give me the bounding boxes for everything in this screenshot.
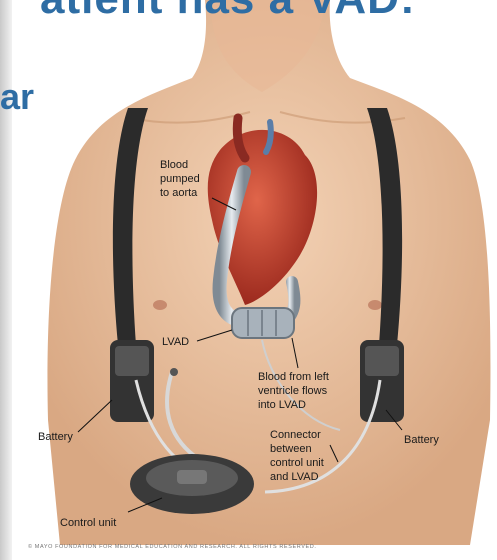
copyright-notice: © MAYO FOUNDATION FOR MEDICAL EDUCATION … (28, 544, 316, 550)
lvad-pump (232, 308, 294, 338)
label-connector-2: between (270, 443, 312, 455)
label-lvad: LVAD (162, 336, 189, 348)
label-connector-4: and LVAD (270, 471, 319, 483)
label-blood-from-ventricle-3: into LVAD (258, 399, 306, 411)
label-blood-to-aorta-2: pumped (160, 173, 200, 185)
label-connector-3: control unit (270, 457, 324, 469)
label-battery-right: Battery (404, 434, 439, 446)
label-connector-1: Connector (270, 429, 321, 441)
label-blood-from-ventricle-1: Blood from left (258, 371, 329, 383)
label-blood-to-aorta-1: Blood (160, 159, 188, 171)
label-blood-to-aorta-3: to aorta (160, 187, 198, 199)
label-blood-from-ventricle-2: ventricle flows (258, 385, 328, 397)
label-battery-left: Battery (38, 431, 73, 443)
label-control-unit: Control unit (60, 517, 116, 529)
slide-title-line-1: atient has a VAD: (40, 0, 416, 24)
slide-title-line-2: ar (0, 76, 34, 118)
